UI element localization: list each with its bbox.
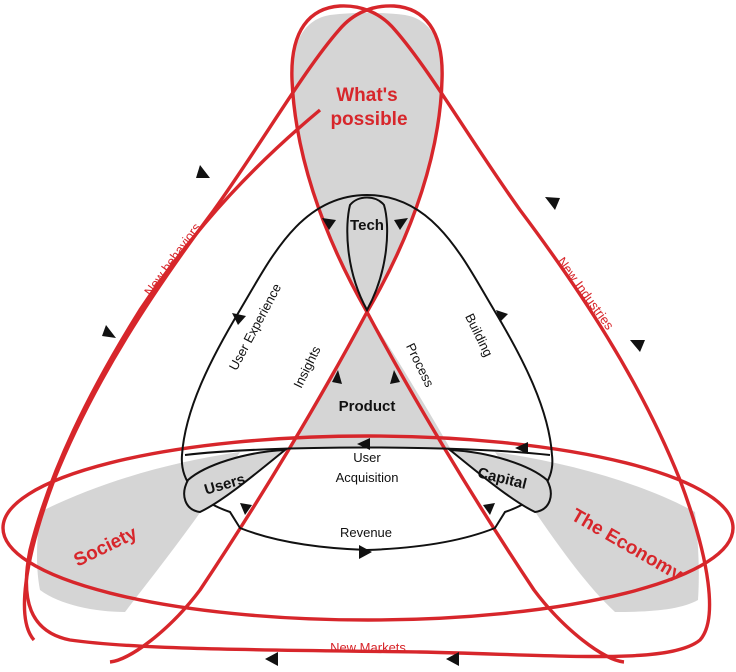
- inner-black-loops: [180, 193, 554, 552]
- product-label: Product: [339, 398, 396, 415]
- new-behaviors-label: New behaviors: [141, 220, 204, 299]
- users-petal: [183, 448, 289, 514]
- capital-petal: [446, 448, 552, 514]
- product-region: [290, 312, 450, 448]
- arrow-new-industries-bottom: [630, 340, 645, 352]
- arrowheads: [102, 165, 645, 666]
- insights-label: Insights: [290, 343, 323, 390]
- bottom-ellipse: [1, 434, 735, 622]
- arrow-insights: [332, 370, 342, 384]
- user-acquisition-label-1: User: [353, 450, 381, 465]
- whats-possible-label-1: What's: [336, 85, 398, 106]
- user-acquisition-label-2: Acquisition: [336, 470, 399, 485]
- tech-label: Tech: [350, 217, 384, 234]
- arrow-new-markets-right: [446, 652, 459, 666]
- arrow-acq-right: [515, 442, 528, 454]
- whats-possible-label-2: possible: [330, 109, 407, 130]
- arrow-building: [496, 310, 508, 322]
- arrow-new-markets-left: [265, 652, 278, 666]
- arrow-revenue: [359, 545, 372, 559]
- user-experience-label: User Experience: [226, 281, 284, 373]
- arrow-users-right: [240, 503, 252, 515]
- arrow-tech-left: [322, 218, 336, 230]
- new-industries-label: New Industries: [554, 254, 617, 333]
- outer-red-loops: [1, 4, 735, 664]
- arrow-process: [390, 370, 400, 384]
- arrow-new-behaviors-bottom: [102, 325, 116, 338]
- arrow-tech-right: [394, 218, 408, 230]
- building-label: Building: [462, 311, 496, 359]
- tech-petal: [346, 196, 389, 313]
- right-diag-line: [365, 311, 625, 664]
- revenue-label: Revenue: [340, 525, 392, 540]
- left-diag-line: [109, 311, 369, 664]
- arrow-acq-left: [357, 438, 370, 450]
- arrow-new-industries-top: [545, 197, 560, 210]
- arrow-new-behaviors-top: [196, 165, 210, 178]
- arrow-user-experience: [232, 313, 246, 325]
- arrow-capital-left: [483, 503, 495, 515]
- new-markets-label: New Markets: [330, 640, 406, 655]
